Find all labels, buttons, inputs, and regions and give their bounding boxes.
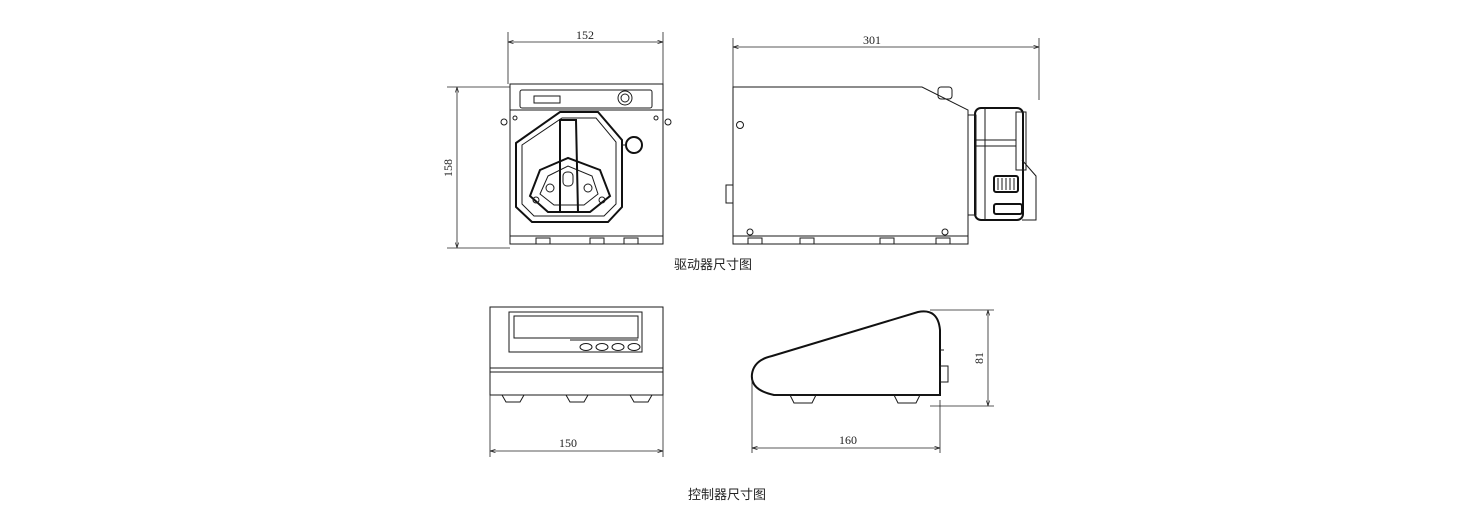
dim-controller-width: 150 (559, 436, 577, 450)
dim-driver-width: 152 (576, 28, 594, 42)
dim-driver-length: 301 (863, 33, 881, 47)
controller-side-view: 81 160 (750, 309, 994, 453)
driver-front-view: 152 158 (441, 28, 672, 249)
dim-controller-depth: 160 (839, 433, 857, 447)
driver-side-view: 301 (725, 33, 1040, 245)
controller-caption: 控制器尺寸图 (688, 488, 767, 503)
controller-front-view: 150 (489, 306, 664, 457)
dim-controller-height: 81 (972, 352, 986, 364)
driver-caption: 驱动器尺寸图 (674, 258, 753, 273)
dim-driver-height: 158 (441, 159, 455, 177)
